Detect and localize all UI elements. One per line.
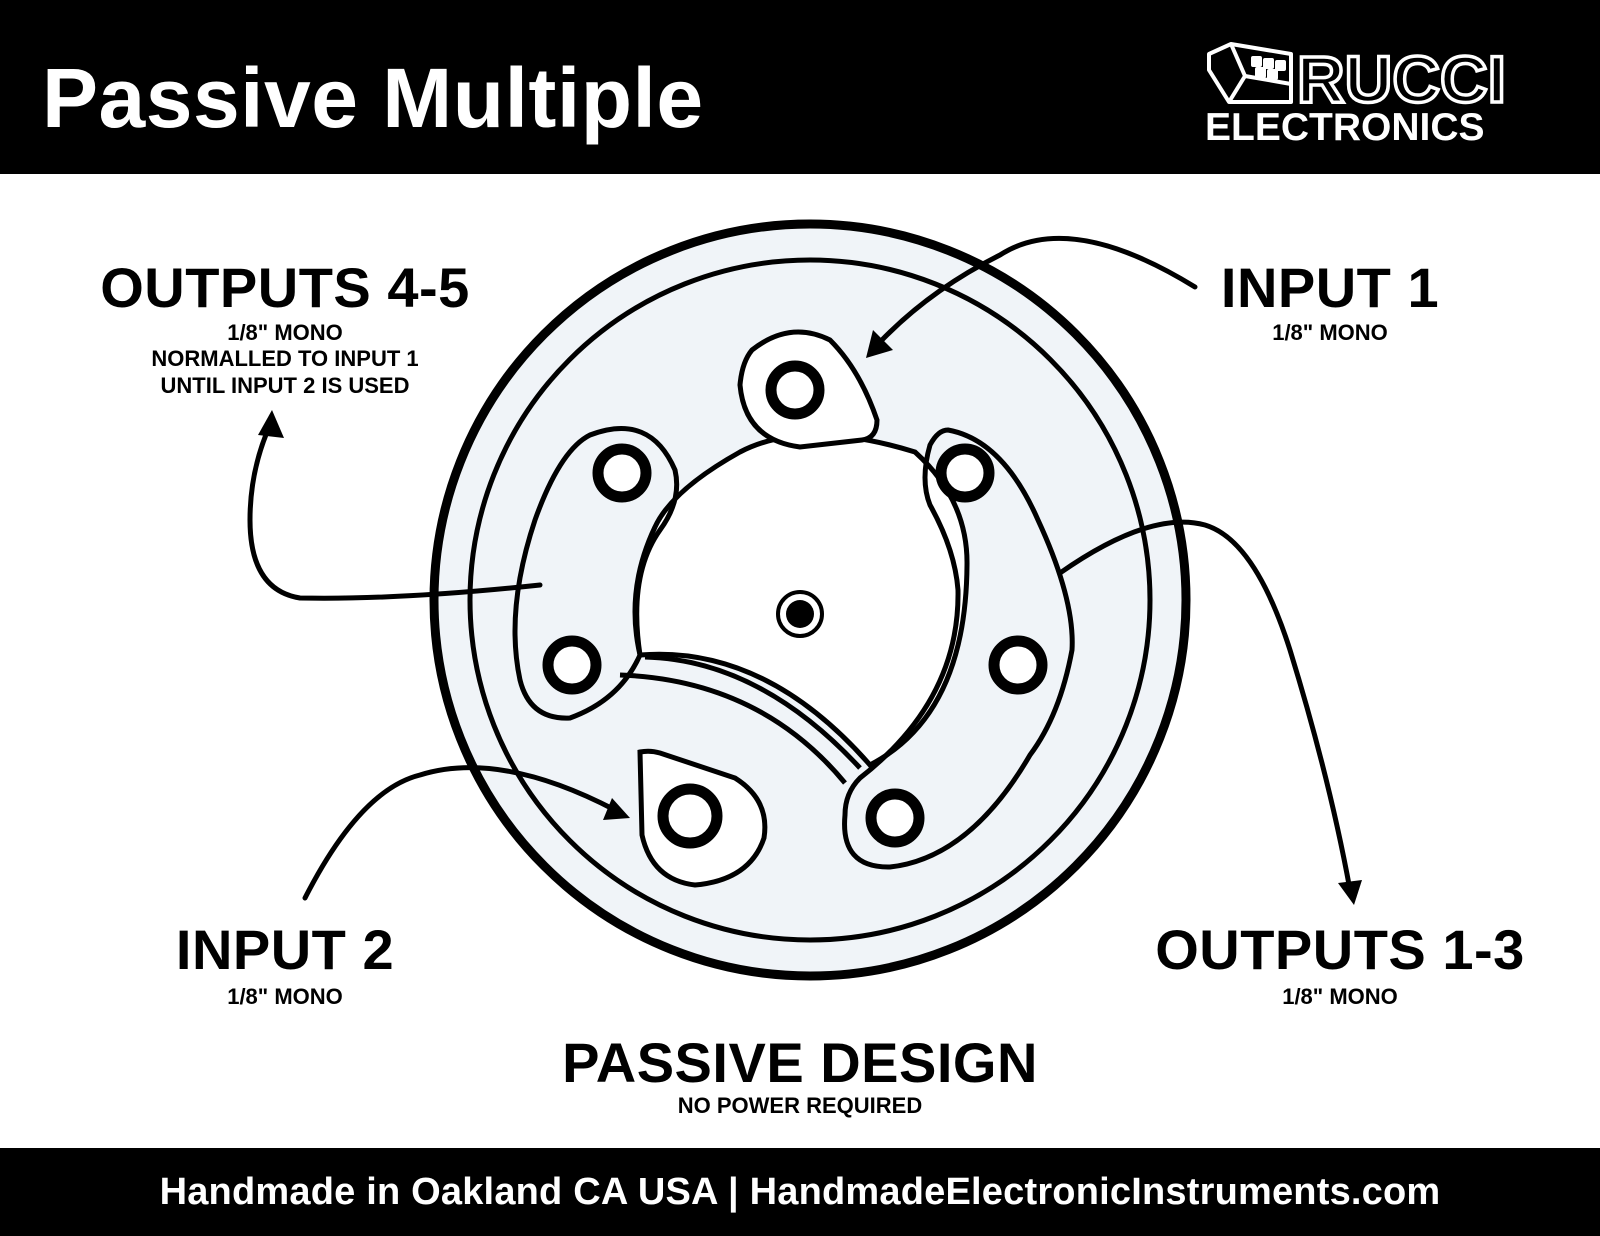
jack-input-1 (765, 360, 825, 420)
arrow-input-2 (302, 765, 618, 901)
label-outputs-1-3: OUTPUTS 1-3 1/8" MONO (1120, 922, 1560, 1010)
jack-output-2 (988, 635, 1048, 695)
label-input-2: INPUT 2 1/8" MONO (150, 922, 420, 1010)
output-group-right (842, 427, 1075, 870)
label-input-1-title: INPUT 1 (1220, 256, 1440, 319)
jack-output-4 (592, 443, 652, 503)
jack-output-5 (542, 635, 602, 695)
arrow-input-1 (877, 236, 1198, 345)
footer-bar: Handmade in Oakland CA USA | HandmadeEle… (0, 1148, 1600, 1236)
arrowhead-input-1 (866, 330, 893, 358)
output-group-left (512, 425, 680, 721)
arrow-outputs-4-5 (247, 422, 543, 601)
label-outputs-4-5-line1: 1/8" MONO (227, 320, 343, 345)
page-title: Passive Multiple (42, 51, 704, 145)
arrowhead-outputs-4-5 (258, 410, 284, 438)
logo-keyboard-icon (1207, 42, 1293, 104)
jack-input-2 (657, 783, 723, 849)
label-outputs-4-5-line2: NORMALLED TO INPUT 1 (151, 346, 419, 372)
plate-inner-ring (467, 257, 1153, 943)
label-outputs-4-5: OUTPUTS 4-5 1/8" MONO NORMALLED TO INPUT… (70, 260, 500, 399)
arrowhead-outputs-1-3 (1338, 880, 1362, 905)
label-outputs-1-3-title: OUTPUTS 1-3 (1155, 918, 1525, 981)
logo-line1: RUCCI (1297, 42, 1506, 116)
logo-line2: ELECTRONICS (1205, 106, 1485, 145)
bus-trace-inner (619, 672, 847, 785)
label-input-1-line1: 1/8" MONO (1272, 320, 1388, 345)
jack-output-3 (865, 788, 925, 848)
label-passive-design-title: PASSIVE DESIGN (562, 1031, 1038, 1094)
label-outputs-1-3-line1: 1/8" MONO (1282, 984, 1398, 1009)
header-bar: Passive Multiple RUCCI ELECTRONICS (0, 0, 1600, 174)
rucci-electronics-logo: RUCCI ELECTRONICS (1205, 40, 1508, 145)
label-input-1: INPUT 1 1/8" MONO (1195, 260, 1465, 346)
jack-holes (542, 360, 1048, 849)
arrowhead-input-2 (603, 798, 630, 820)
label-outputs-4-5-title: OUTPUTS 4-5 (100, 256, 470, 319)
arrow-outputs-1-3 (1057, 519, 1353, 893)
footer-text: Handmade in Oakland CA USA | HandmadeEle… (159, 1170, 1441, 1213)
bus-trace-outer (644, 654, 862, 770)
label-outputs-4-5-line3: UNTIL INPUT 2 IS USED (160, 372, 410, 398)
label-passive-design: PASSIVE DESIGN NO POWER REQUIRED (520, 1035, 1080, 1119)
center-screw (786, 600, 814, 628)
label-passive-design-line1: NO POWER REQUIRED (677, 1093, 923, 1118)
label-input-2-line1: 1/8" MONO (227, 984, 343, 1009)
label-input-2-title: INPUT 2 (175, 918, 395, 981)
jack-output-1 (935, 443, 995, 503)
